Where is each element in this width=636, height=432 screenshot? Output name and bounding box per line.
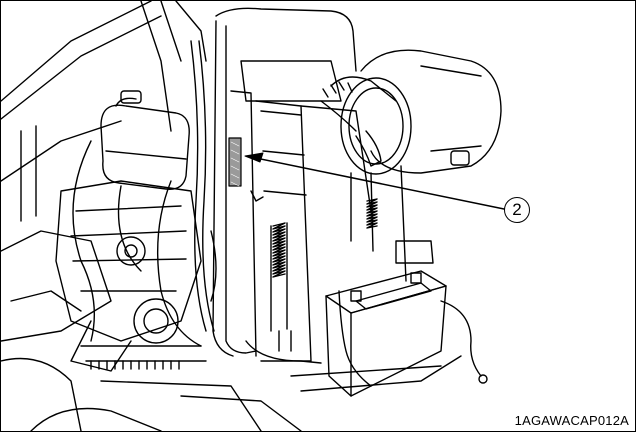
callout-number: 2 <box>504 197 530 223</box>
engine-block <box>55 180 302 431</box>
decal-label <box>228 137 242 195</box>
coolant-reservoir <box>100 90 190 190</box>
battery <box>290 240 488 397</box>
radiator-assembly <box>212 7 372 364</box>
air-cleaner <box>320 49 502 282</box>
left-frame-structure <box>1 1 207 431</box>
coil-springs <box>270 198 378 352</box>
figure-code: 1AGAWACAP012A <box>514 413 629 428</box>
hoses-and-wires <box>72 40 217 347</box>
callout-leader <box>244 152 505 210</box>
